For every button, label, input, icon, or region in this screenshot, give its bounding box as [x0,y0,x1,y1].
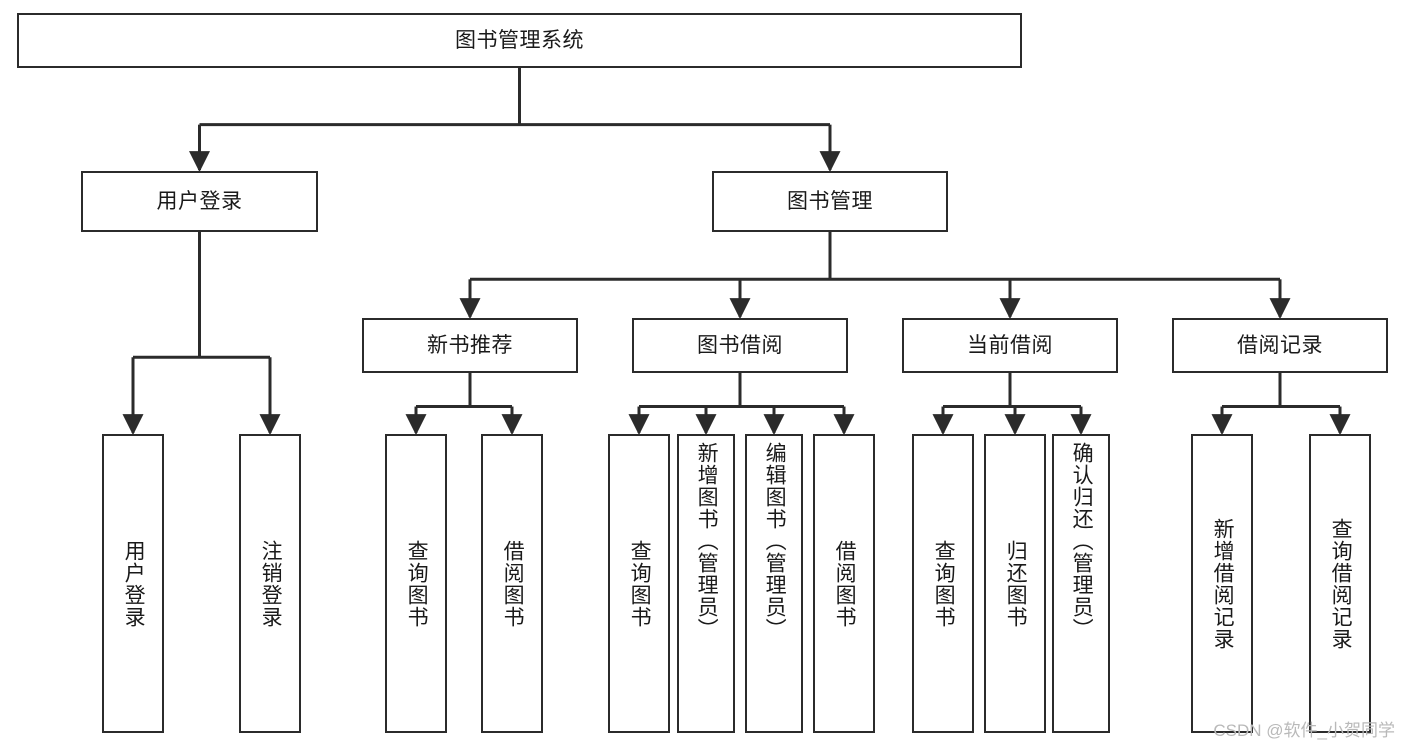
node-leaf_addrec[interactable]: 新增借阅记录 [1191,434,1253,733]
node-leaf_qrec[interactable]: 查询借阅记录 [1309,434,1371,733]
node-label: 借阅记录 [1237,333,1323,357]
node-leaf_conf[interactable]: 确认归还（管理员） [1052,434,1110,733]
node-borrow[interactable]: 图书借阅 [632,318,848,373]
node-leaf_q3[interactable]: 查询图书 [912,434,974,733]
node-label: 查询图书 [405,539,429,628]
node-label: 新增借阅记录 [1211,517,1235,650]
node-label: 图书管理 [787,189,873,213]
node-label: 当前借阅 [967,333,1053,357]
node-label: 图书借阅 [697,333,783,357]
node-label: 查询图书 [932,539,956,628]
node-leaf_edit[interactable]: 编辑图书（管理员） [745,434,803,733]
node-new_rec[interactable]: 新书推荐 [362,318,578,373]
watermark-text: CSDN @软件_小贺同学 [1213,721,1395,740]
node-label: 用户登录 [122,539,146,628]
node-label: 借阅图书 [501,539,525,628]
node-label: 确认归还（管理员） [1070,442,1094,640]
node-leaf_ret[interactable]: 归还图书 [984,434,1046,733]
node-label: 新增图书（管理员） [695,442,719,640]
node-current[interactable]: 当前借阅 [902,318,1118,373]
node-label: 新书推荐 [427,333,513,357]
node-leaf_login[interactable]: 用户登录 [102,434,164,733]
node-user_login[interactable]: 用户登录 [81,171,318,232]
node-label: 归还图书 [1004,539,1028,628]
node-leaf_q2[interactable]: 查询图书 [608,434,670,733]
node-book_manage[interactable]: 图书管理 [712,171,948,232]
node-label: 借阅图书 [833,539,857,628]
node-label: 图书管理系统 [455,28,584,52]
node-label: 编辑图书（管理员） [763,442,787,640]
node-leaf_logout[interactable]: 注销登录 [239,434,301,733]
node-label: 用户登录 [156,189,243,213]
node-leaf_b1[interactable]: 借阅图书 [481,434,543,733]
node-leaf_add[interactable]: 新增图书（管理员） [677,434,735,733]
node-records[interactable]: 借阅记录 [1172,318,1388,373]
node-label: 注销登录 [259,539,283,628]
node-leaf_q1[interactable]: 查询图书 [385,434,447,733]
node-label: 查询图书 [628,539,652,628]
node-root[interactable]: 图书管理系统 [17,13,1022,68]
node-leaf_b2[interactable]: 借阅图书 [813,434,875,733]
node-label: 查询借阅记录 [1329,517,1353,650]
